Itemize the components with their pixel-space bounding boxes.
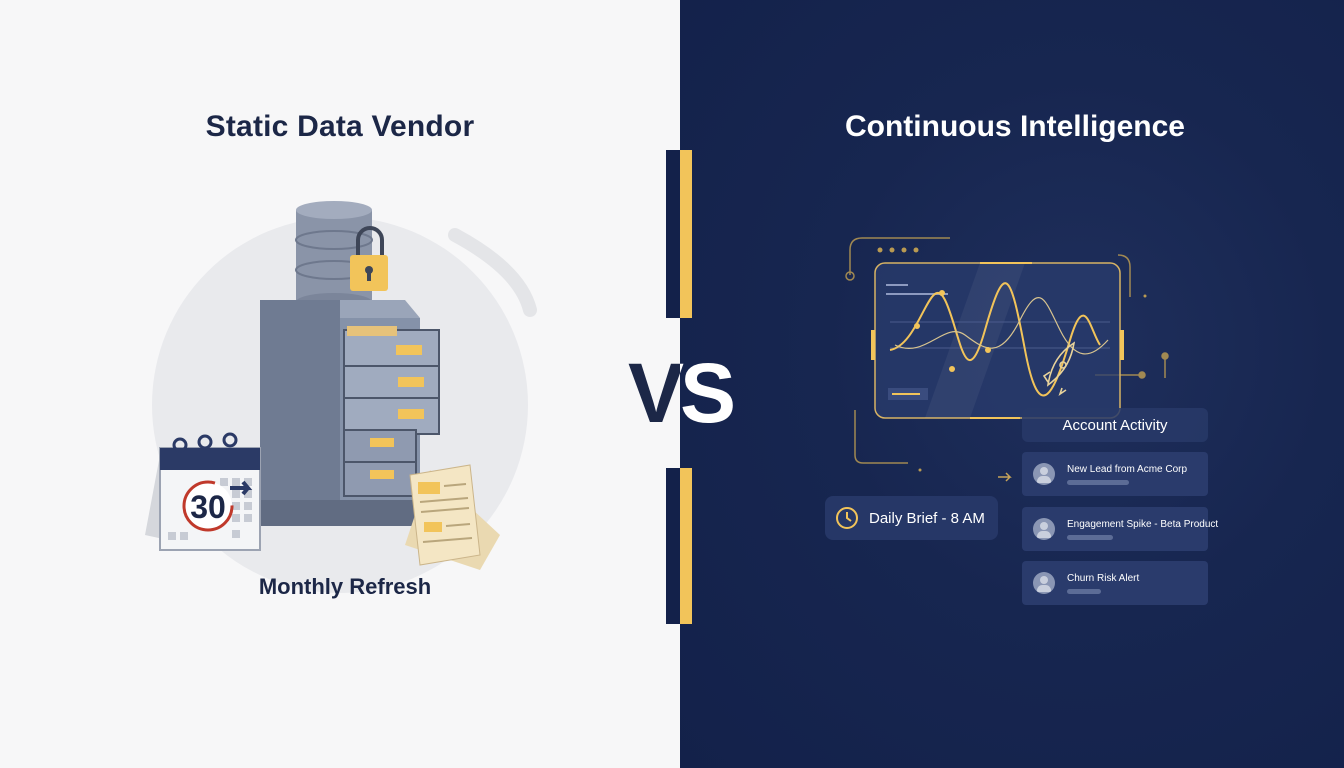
static-vendor-illustration: 30 [145,201,537,593]
clock-icon [836,507,858,529]
vs-label: VS [627,346,736,440]
activity-item-label: Churn Risk Alert [1067,572,1140,584]
static-vendor-title: Static Data Vendor [205,110,475,143]
user-avatar-icon [1033,463,1055,485]
decor-arc [448,228,537,317]
document-icon [405,464,500,570]
account-activity-title: Account Activity [1022,408,1208,442]
filing-cabinet-icon [250,300,440,526]
activity-item-blurred-detail [1067,479,1129,485]
daily-brief-pill[interactable]: Daily Brief - 8 AM [825,496,998,540]
activity-item-label: New Lead from Acme Corp [1067,463,1188,475]
vs-label-right-half: VS [627,346,736,440]
continuous-intelligence-title: Continuous Intelligence [844,110,1185,143]
divider-accent-top-inner [666,150,680,318]
user-avatar-icon [1033,572,1055,594]
daily-brief-label: Daily Brief - 8 AM [869,509,985,527]
calendar-number: 30 [190,489,226,525]
activity-item-new-lead[interactable]: New Lead from Acme Corp [1022,452,1208,496]
activity-item-churn-risk[interactable]: Churn Risk Alert [1022,561,1208,605]
continuous-intelligence-illustration [845,237,1169,482]
arrow-right-icon [998,472,1012,482]
activity-item-blurred-detail [1067,588,1101,594]
arrow-right-icon [230,480,253,496]
calendar-icon: 30 [145,432,261,551]
activity-item-label: Engagement Spike - Beta Product [1067,518,1219,530]
user-avatar-icon [1033,518,1055,540]
activity-item-blurred-detail [1067,534,1113,540]
divider-accent-bottom-inner [666,468,680,624]
activity-item-engagement-spike[interactable]: Engagement Spike - Beta Product [1022,507,1218,551]
monthly-refresh-caption: Monthly Refresh [258,574,432,599]
waveform-screen-icon [871,262,1124,419]
rocket-icon [1042,341,1076,396]
